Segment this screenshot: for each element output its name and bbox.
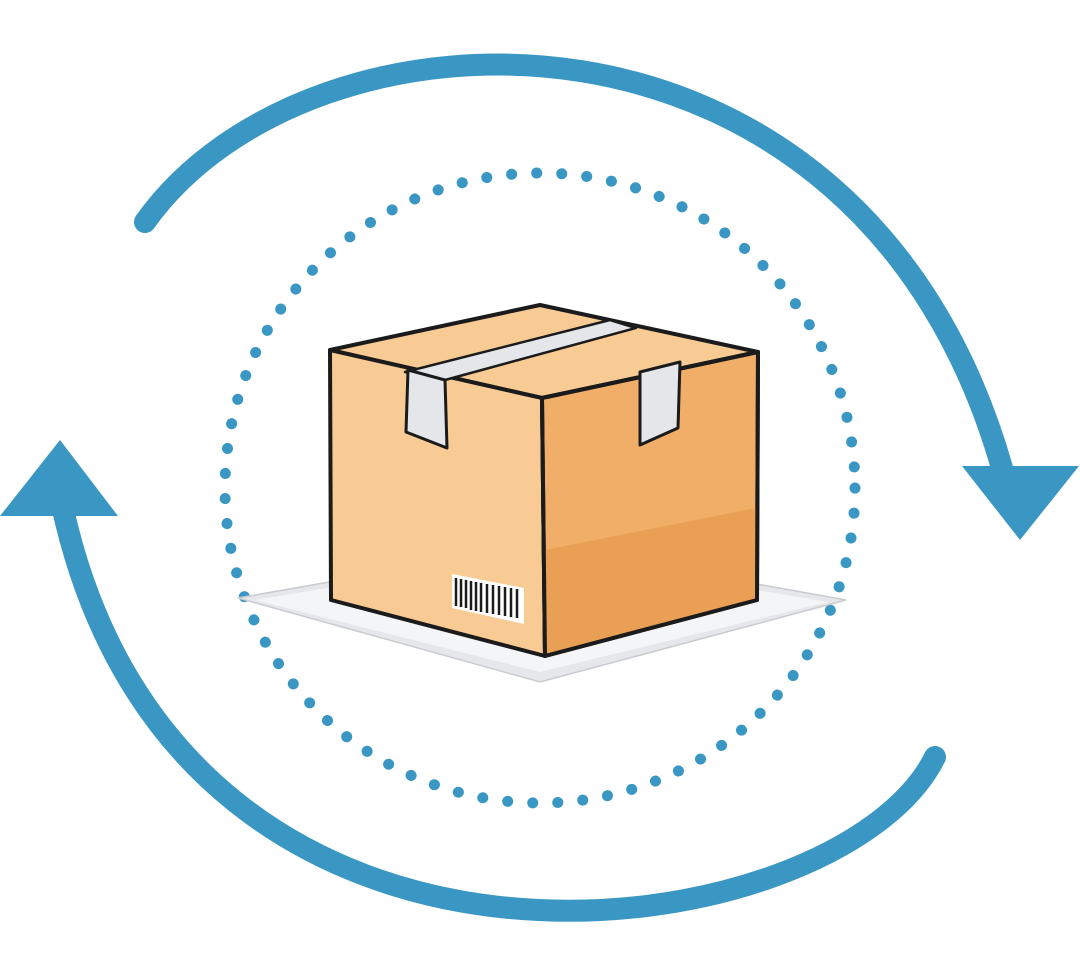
box-tape-front	[404, 368, 449, 450]
dotted-ring	[219, 167, 861, 809]
counterclockwise-arrow-icon	[0, 440, 946, 922]
clockwise-arrow-icon	[134, 53, 1079, 540]
cardboard-box-icon	[328, 303, 760, 658]
upper-arrow-head	[962, 466, 1079, 540]
lower-arrow-arc	[51, 494, 946, 922]
barcode-label	[452, 574, 524, 624]
box-tape-side	[638, 360, 682, 447]
upper-arrow-arc	[134, 53, 1013, 479]
lower-arrow-head	[0, 440, 118, 516]
